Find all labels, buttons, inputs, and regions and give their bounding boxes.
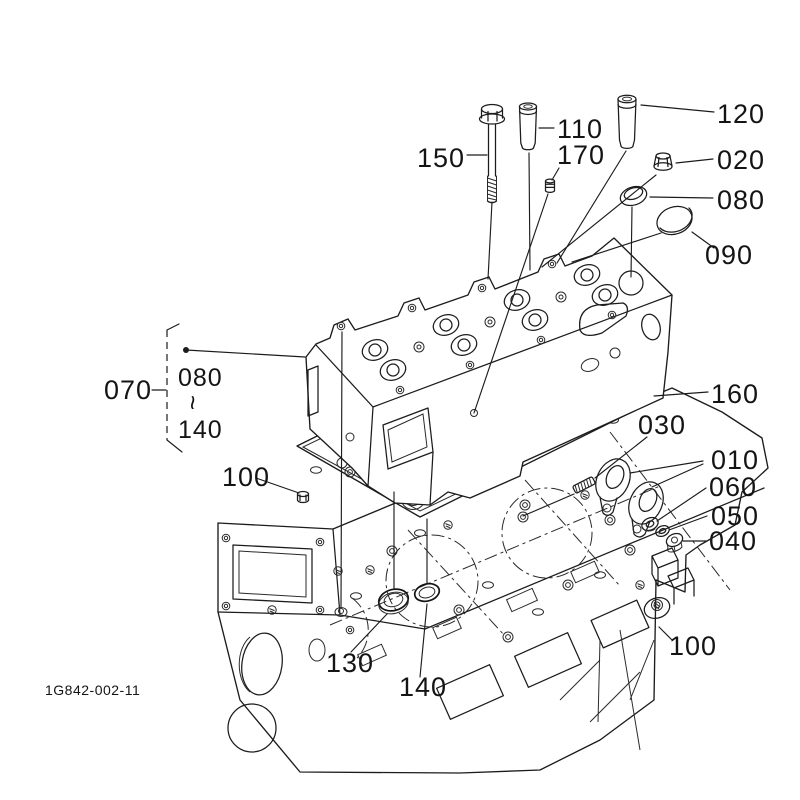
callout-~: ~ [178,395,208,411]
callout-100: 100 [222,462,270,492]
callout-050: 050 [711,501,759,531]
range-bracket-070 [166,323,183,453]
callout-090: 090 [705,240,753,270]
callout-160: 160 [711,379,759,409]
seal-140 [413,582,441,603]
part-100-plug [296,490,310,504]
callout-030: 030 [638,410,686,440]
callout-080: 080 [178,364,223,392]
part-050-spring-washer [655,524,670,538]
part-150-bolt [478,103,506,204]
part-010-brackets [595,458,664,538]
drawing-code: 1G842-002-11 [45,682,140,698]
callout-010: 010 [711,445,759,475]
callout-070: 070 [104,375,152,405]
callout-080: 080 [717,185,765,215]
seal-130 [377,588,410,615]
callout-020: 020 [717,145,765,175]
callout-170: 170 [557,140,605,170]
cylinder-head [305,237,673,506]
callout-150: 150 [417,143,465,173]
callout-110: 110 [557,114,603,144]
part-080-cup-plug [619,185,648,207]
part-030-stud [572,476,596,494]
callout-140: 140 [399,672,447,702]
part-020-cap-nut [653,152,673,171]
part-170-sealing-plug [544,178,556,194]
callout-040: 040 [709,526,757,556]
callout-100: 100 [669,631,717,661]
part-120-valve-guide [617,94,637,150]
callout-130: 130 [326,648,374,678]
engine-block [217,387,769,774]
part-110-valve-guide [518,102,538,151]
part-090-dome-plug [656,205,693,236]
part-040-nut [665,532,684,553]
callout-140: 140 [178,416,223,444]
leader-lines [151,104,715,678]
callout-120: 120 [717,99,765,129]
callout-060: 060 [709,472,757,502]
